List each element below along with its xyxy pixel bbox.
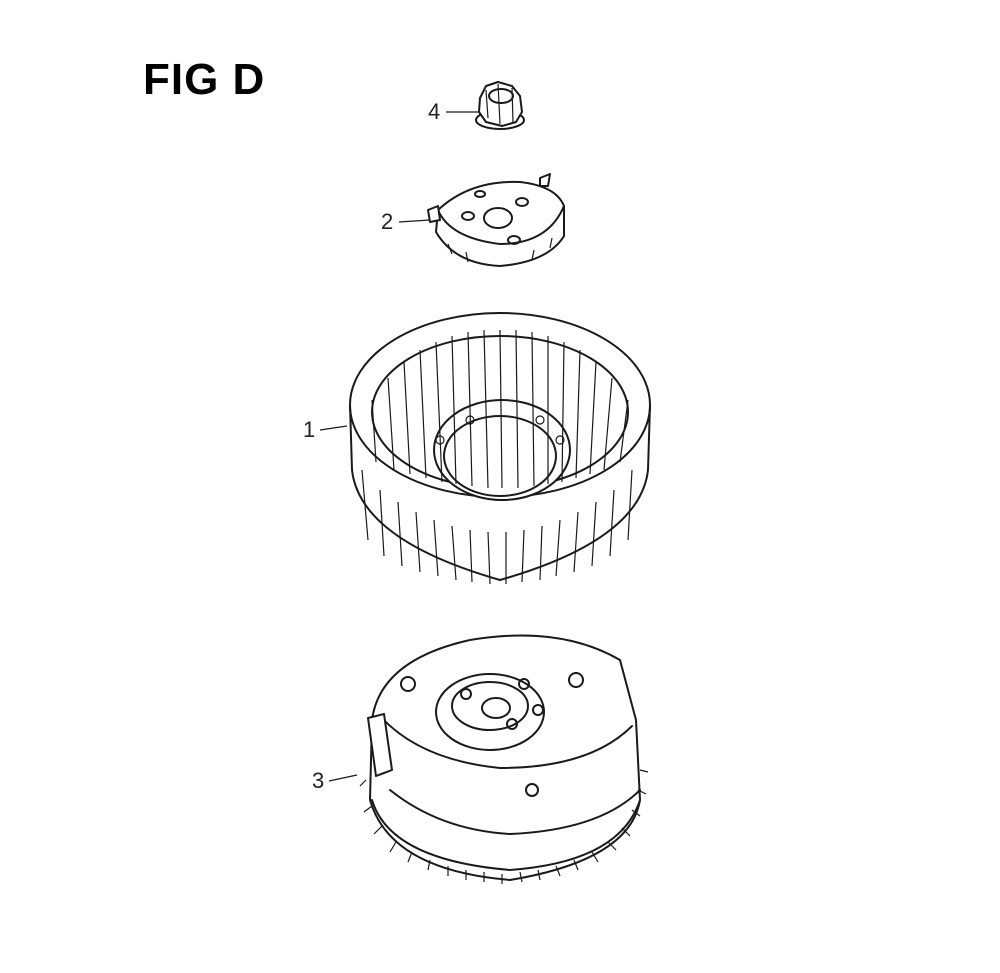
flywheel-fan-part <box>349 312 651 585</box>
leader-3 <box>328 774 358 782</box>
callout-2: 2 <box>381 209 394 234</box>
leader-lines <box>319 111 478 782</box>
callout-4: 4 <box>428 99 441 124</box>
flywheel-ring-gear-part <box>359 634 649 884</box>
figure-title: FIG D <box>143 55 266 104</box>
callout-3: 3 <box>312 768 325 793</box>
callout-1: 1 <box>303 417 316 442</box>
nut-part <box>475 81 525 130</box>
hub-plate-part <box>427 173 565 267</box>
leader-2 <box>398 219 431 223</box>
leader-1 <box>319 425 348 431</box>
